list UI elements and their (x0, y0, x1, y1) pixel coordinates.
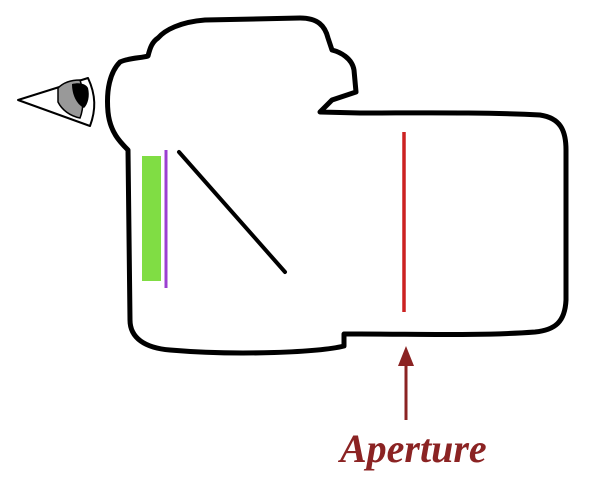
eye-pupil (72, 83, 89, 108)
reflex-mirror (177, 150, 287, 274)
image-sensor (142, 156, 161, 281)
aperture-label: Aperture (340, 426, 487, 471)
camera-body-outline (105, 15, 569, 356)
aperture-arrow-head (398, 346, 414, 366)
eye-icon (17, 77, 96, 127)
